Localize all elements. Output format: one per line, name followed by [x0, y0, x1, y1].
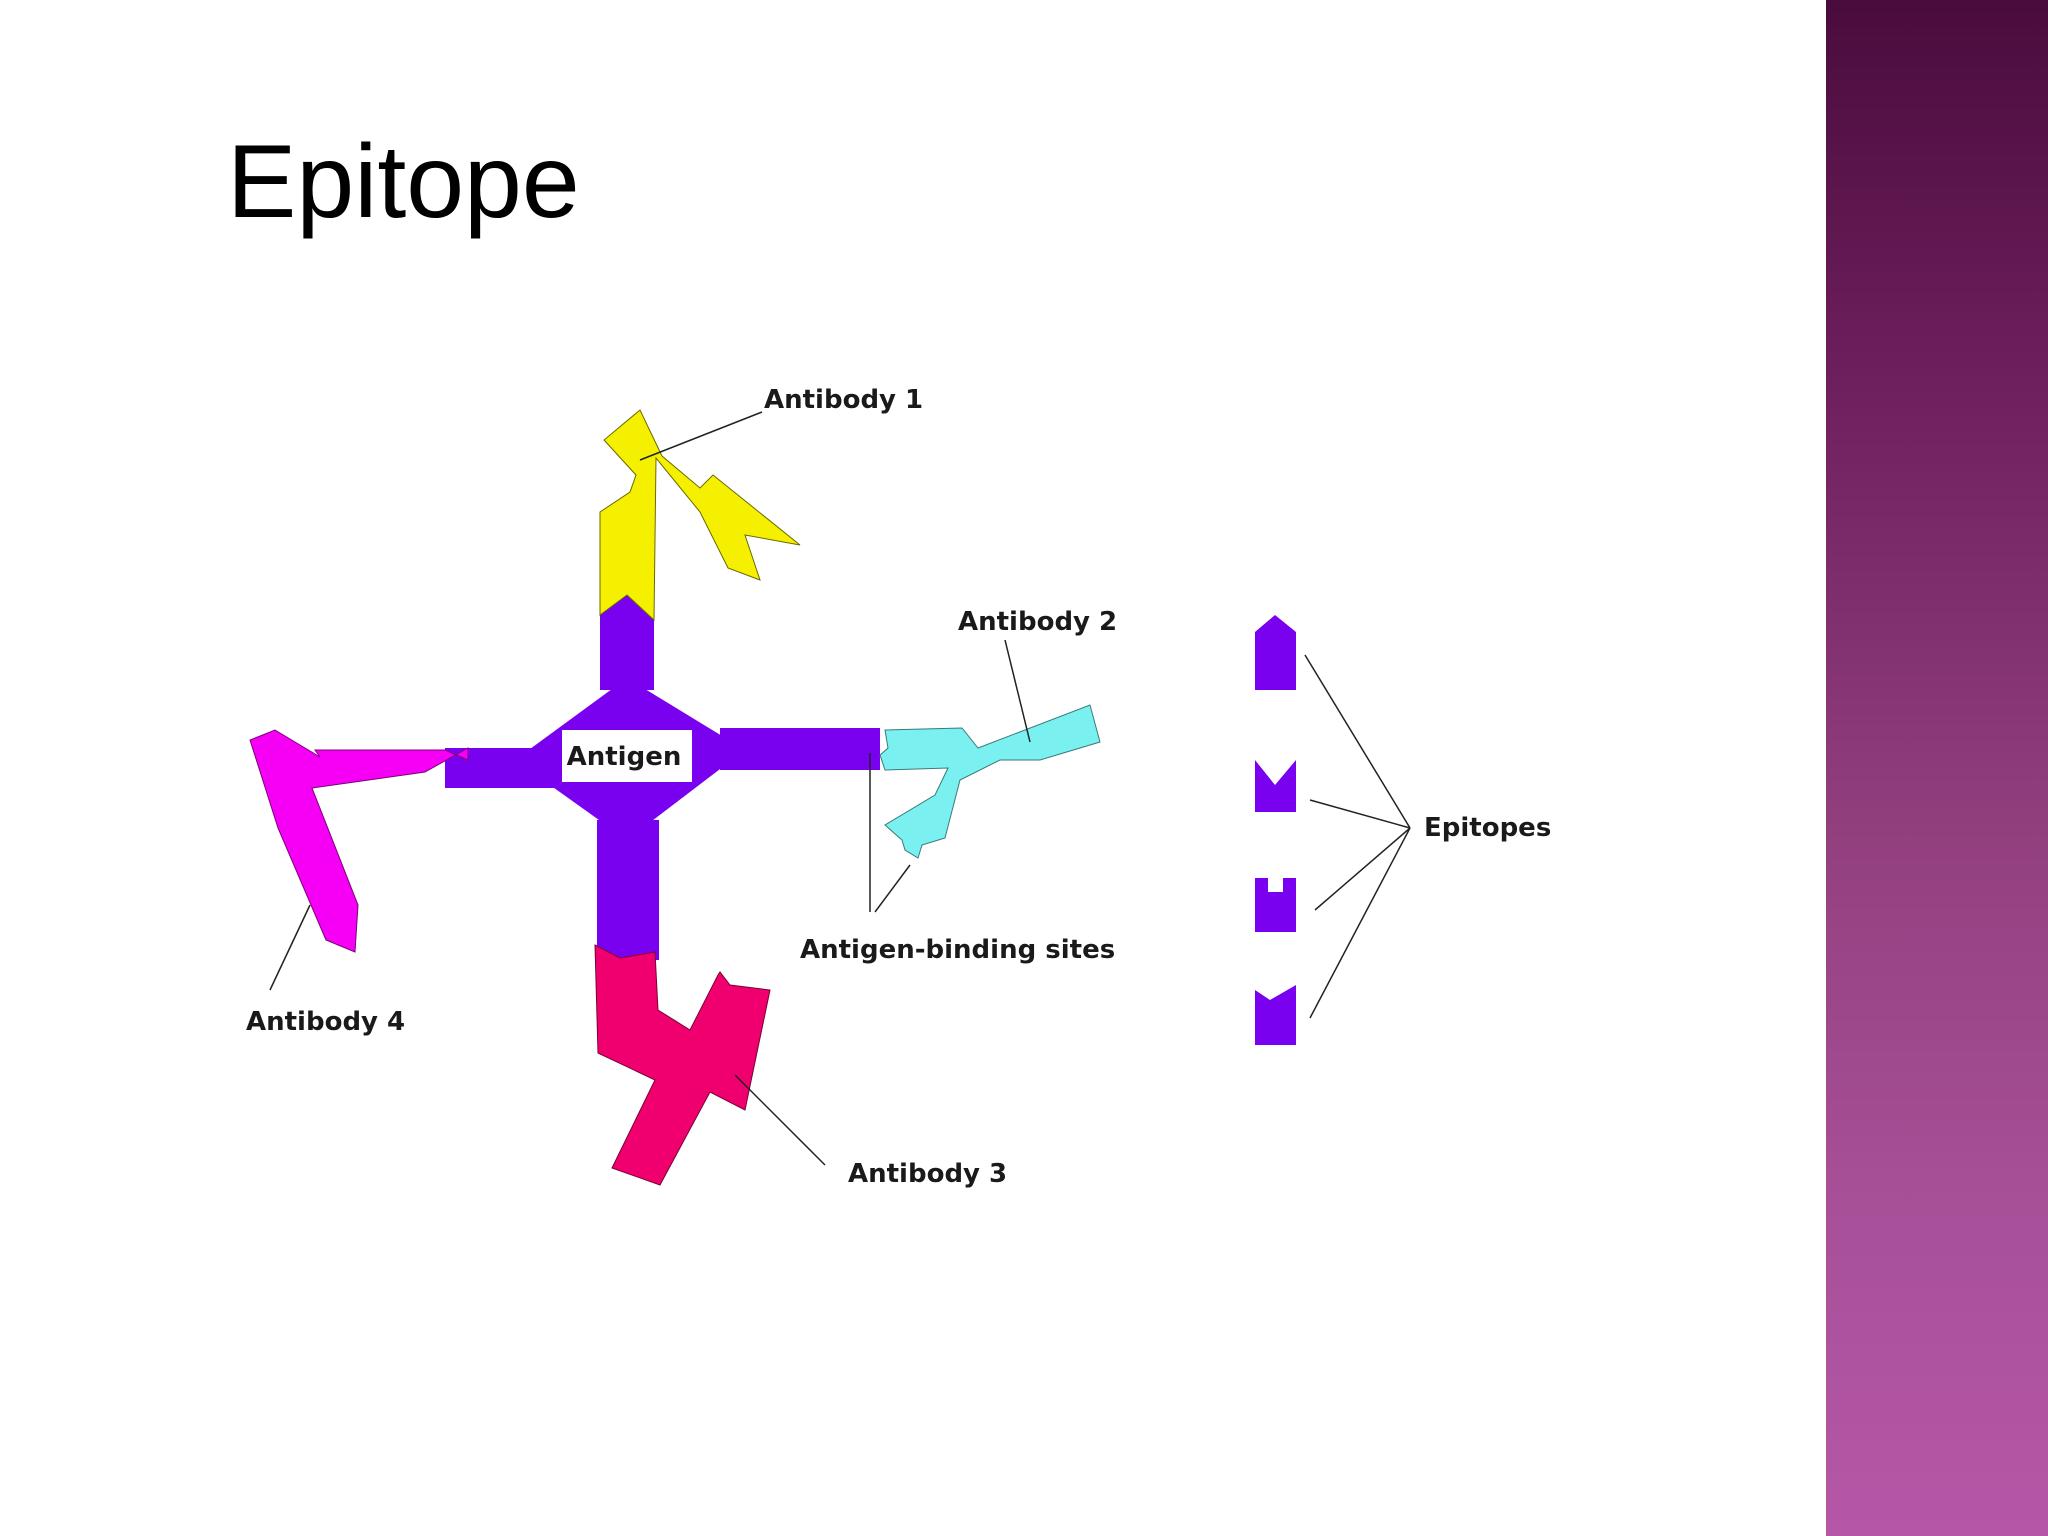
epitope-slanted-notch [1255, 985, 1296, 1045]
antibody-1-label: Antibody 1 [764, 385, 923, 415]
epitope-leader-2 [1309, 799, 1411, 829]
decorative-side-band [1826, 0, 2048, 1536]
epitope-shapes [1255, 615, 1296, 1045]
antigen-label: Antigen [567, 742, 682, 772]
slide-title: Epitope [227, 124, 580, 240]
epitope-leader-1 [1304, 654, 1411, 829]
antibody-1-leader [639, 411, 763, 461]
antibody-4-label: Antibody 4 [246, 1007, 405, 1037]
epitope-leader-3 [1314, 827, 1411, 911]
leader-lines [269, 411, 1411, 1166]
antigen-top-arm [600, 610, 654, 690]
antibody-3-shape [594, 944, 771, 1186]
binding-sites-label: Antigen-binding sites [800, 935, 1115, 965]
antigen-top-epitope [600, 595, 654, 615]
antigen-label-box [562, 730, 692, 782]
antibody-4-leader [269, 904, 311, 991]
antibody-3-leader [734, 1074, 826, 1166]
antigen-shape [445, 595, 880, 960]
epitope-v-notch [1255, 760, 1296, 812]
antibody-2-shape [879, 704, 1101, 859]
antibody-2-leader [1004, 639, 1031, 743]
epitopes-label: Epitopes [1424, 813, 1551, 843]
antibody-4-shape [249, 729, 469, 953]
epitope-leader-4 [1309, 827, 1411, 1019]
antibody-2-label: Antibody 2 [958, 607, 1117, 637]
binding-site-leader-right [874, 864, 911, 913]
epitope-square-notch [1255, 878, 1296, 932]
antigen-right-arm [720, 728, 880, 770]
antibody-1-shape [599, 409, 801, 622]
antigen-bottom-arm [597, 820, 659, 960]
antibody-3-label: Antibody 3 [848, 1159, 1007, 1189]
epitope-pointed [1255, 615, 1296, 690]
